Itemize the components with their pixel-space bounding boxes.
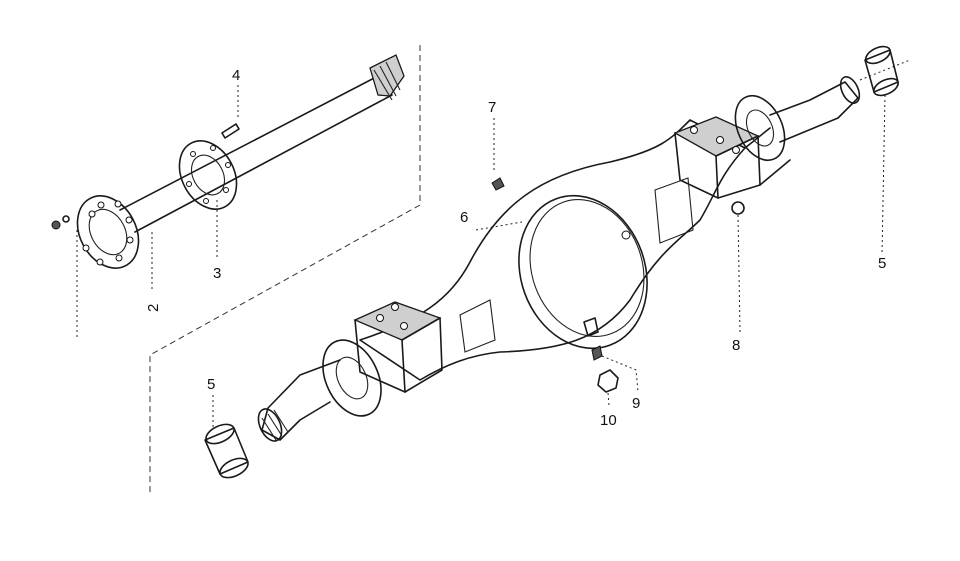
axle-housing-part-6 xyxy=(353,116,791,393)
gasket-part-3 xyxy=(178,140,238,210)
fitting-part-8 xyxy=(731,201,745,333)
nut-washer-left xyxy=(51,215,78,340)
right-spindle xyxy=(734,59,911,161)
callout-5-right: 5 xyxy=(878,255,886,272)
bearing-ring-right-part-5 xyxy=(864,45,899,256)
axle-shaft-part-2 xyxy=(76,54,405,269)
bearing-ring-left-part-5 xyxy=(204,395,249,479)
callout-2: 2 xyxy=(145,304,162,312)
leader-part-6 xyxy=(475,221,523,231)
callout-7: 7 xyxy=(488,99,496,116)
stud-part-4 xyxy=(221,85,240,139)
exploded-view-boundary xyxy=(149,45,421,495)
callout-4: 4 xyxy=(232,67,240,84)
callout-10: 10 xyxy=(600,412,617,429)
callout-8: 8 xyxy=(732,337,740,354)
callout-9: 9 xyxy=(632,395,640,412)
callout-6: 6 xyxy=(460,209,468,226)
callout-5-left: 5 xyxy=(207,376,215,393)
callout-3: 3 xyxy=(213,265,221,282)
left-spindle xyxy=(257,339,382,442)
nut-part-10 xyxy=(597,369,619,406)
drain-plug-part-9 xyxy=(591,345,639,393)
